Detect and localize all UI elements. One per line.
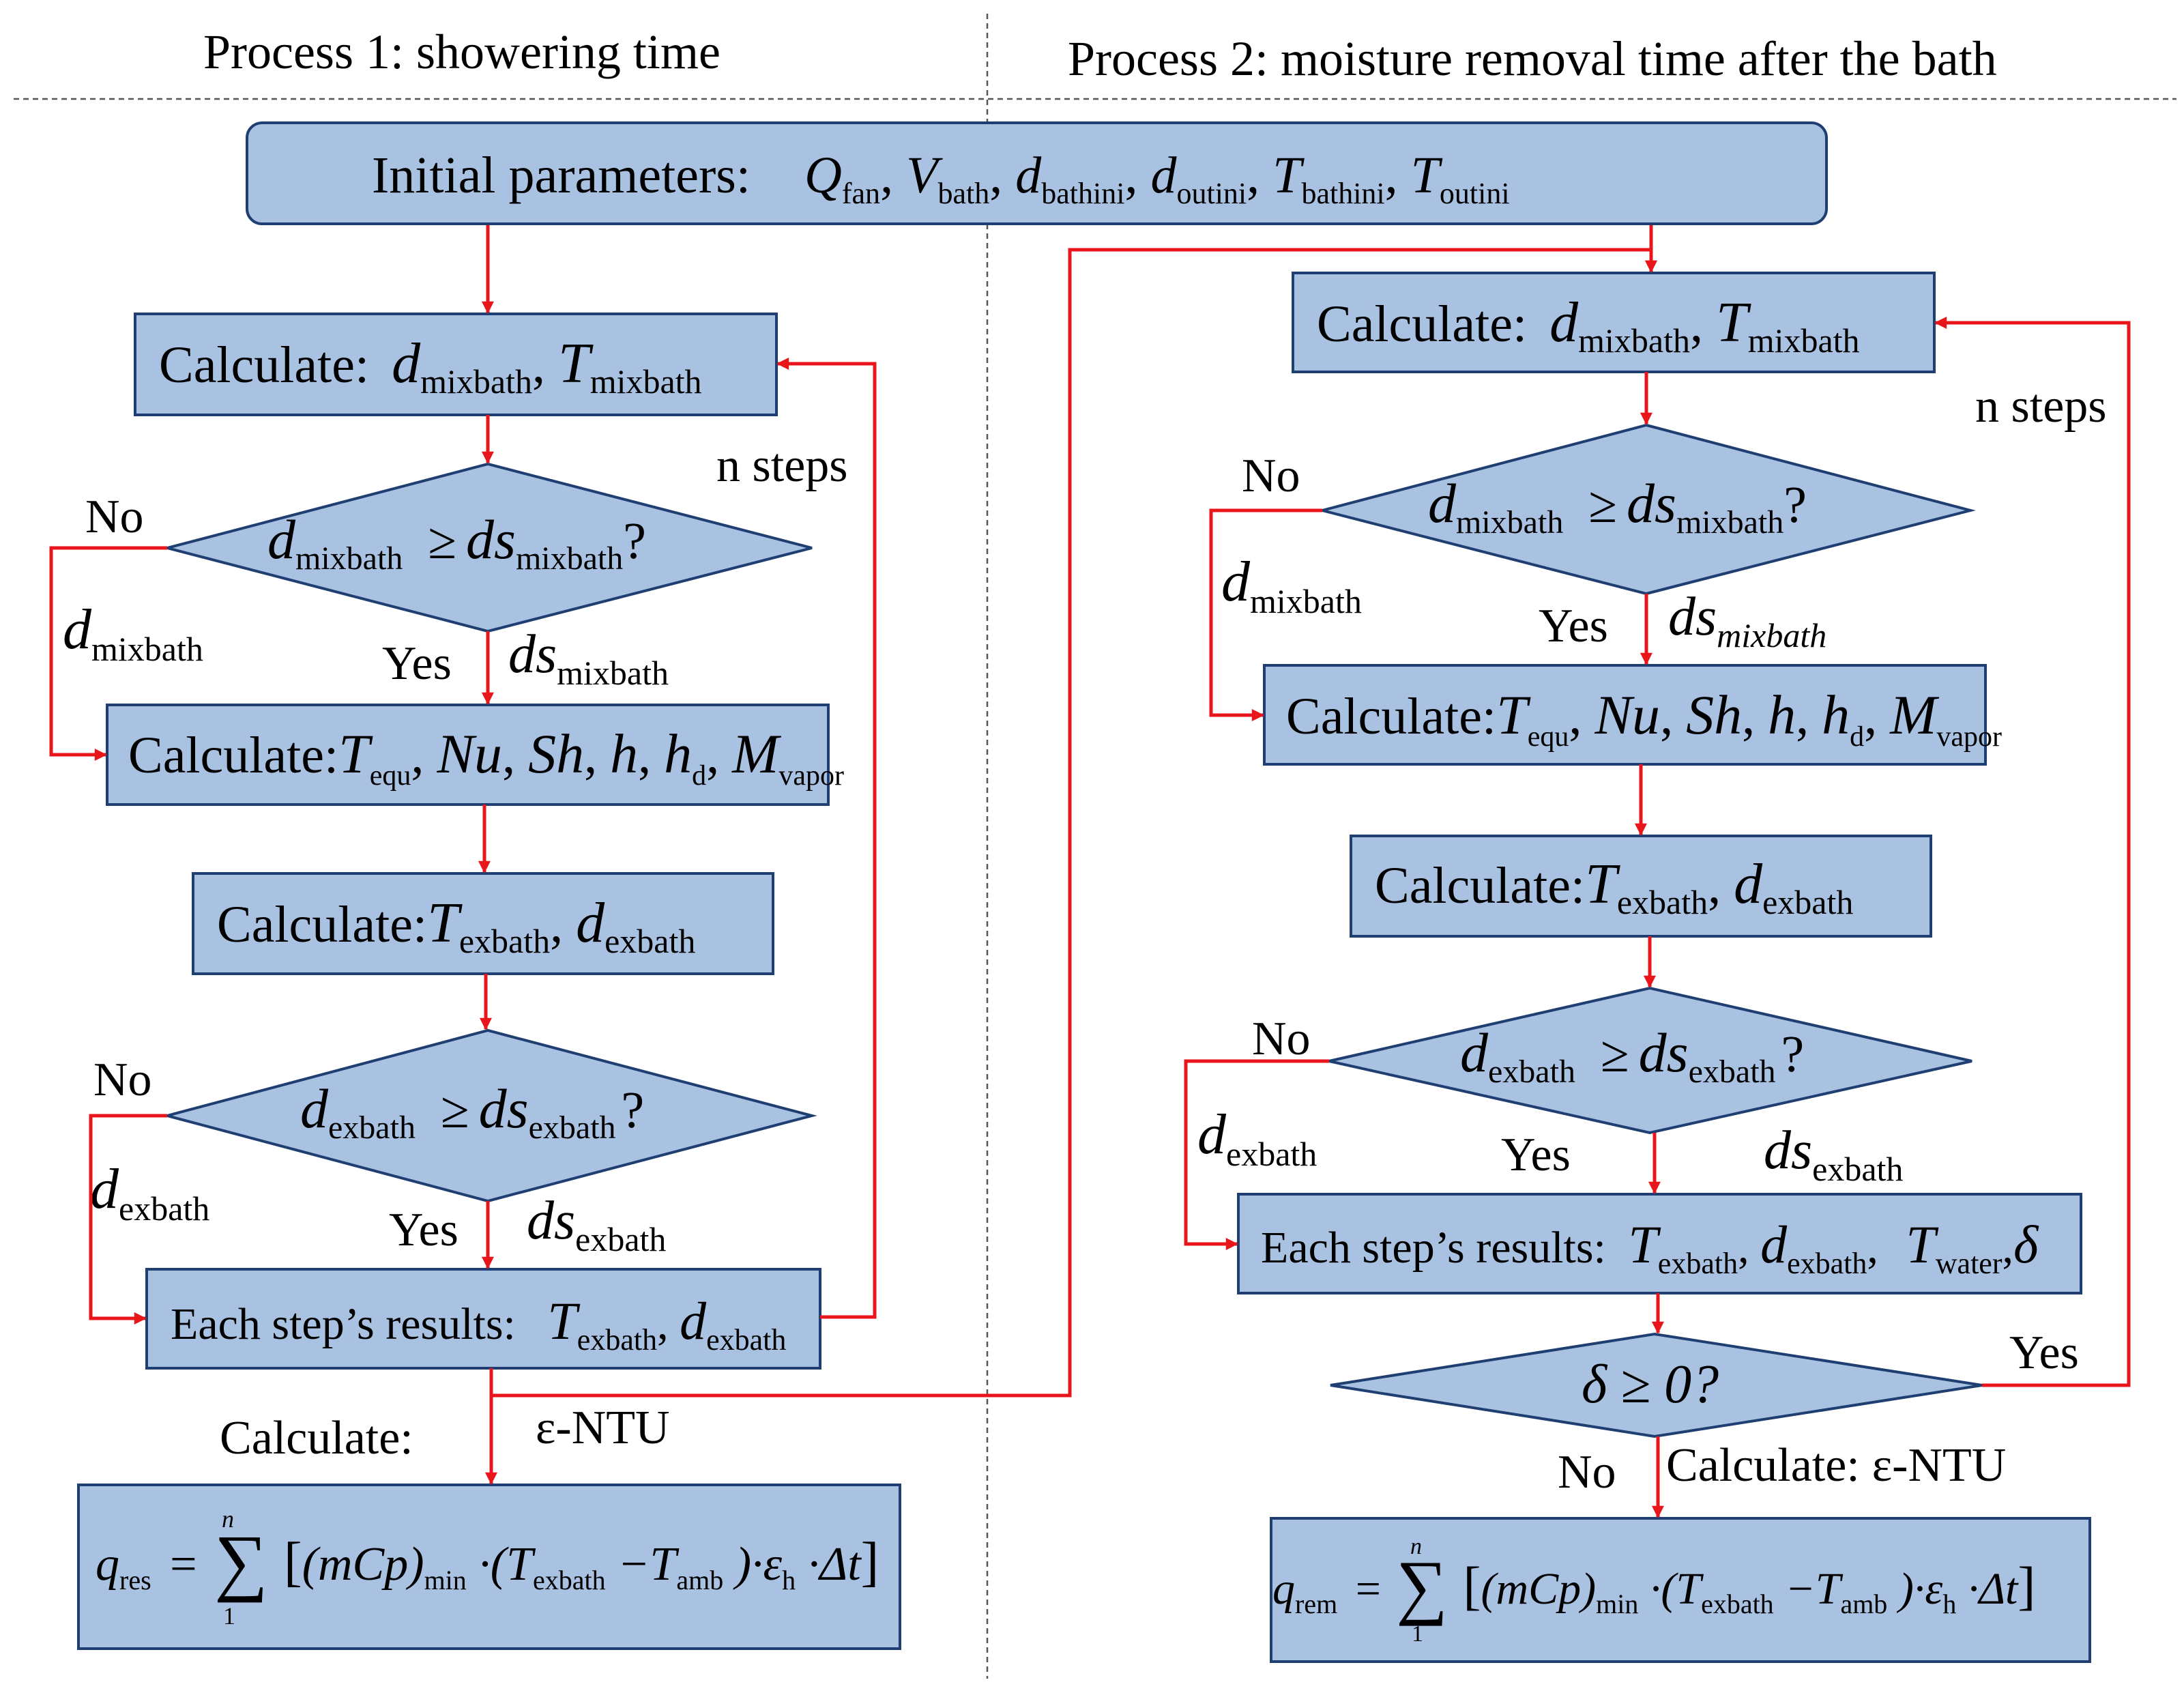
p1-mixbath-diamond [162, 462, 813, 633]
p2-calc-mixbath-box [1292, 272, 1936, 373]
p2-calc-transfer-box [1263, 664, 1987, 766]
p1-no-label-1: No [85, 491, 144, 543]
p1-ds-mixbath-label: dsmixbath [508, 624, 669, 692]
p2-ds-exbath-label: dsexbath [1764, 1120, 1903, 1188]
p1-ds-exbath-label: dsexbath [527, 1191, 666, 1258]
p2-n-steps-label: n steps [1975, 380, 2107, 433]
p2-calc-exbath-text: Calculate:Texbath, dexbath [1375, 852, 1853, 921]
p2-arrow-diamond-no [1209, 508, 1322, 722]
p1-yes-label-2: Yes [389, 1204, 458, 1256]
p1-calculate-label: Calculate: [220, 1412, 413, 1464]
p1-d-exbath-label: dexbath [90, 1157, 209, 1228]
p2-arrow-delta-yes-loop [1934, 316, 2131, 1387]
p1-d-mixbath-label: dmixbath [63, 598, 203, 668]
p1-yes-label-1: Yes [382, 637, 452, 690]
p1-no-label-2: No [93, 1054, 152, 1106]
p1-calc-exbath-box [192, 872, 774, 975]
p2-mixbath-diamond [1317, 423, 1976, 596]
p2-step-results-box [1237, 1193, 2082, 1294]
p1-mixbath-test: dmixbath ≥dsmixbath? [267, 508, 646, 581]
p1-arrow-diamond2-no [89, 1114, 167, 1325]
p1-calc-exbath-text: Calculate:Texbath, dexbath [217, 891, 695, 960]
p2-no-label-1: No [1242, 450, 1300, 502]
p2-step-results-text: Each step’s results: Texbath, dexbath, T… [1261, 1215, 2039, 1280]
p2-calc-transfer-text: Calculate:Tequ, Nu, Sh, h, hd, Mvapor [1286, 684, 2002, 753]
p1-arrow-nsteps-loop [776, 357, 877, 1319]
p1-n-steps-label: n steps [716, 439, 848, 492]
p2-sum-lower: 1 [1412, 1621, 1423, 1647]
p1-step-results-box [145, 1268, 821, 1370]
p1-exbath-diamond [162, 1028, 817, 1203]
p2-mixbath-test: dmixbath ≥dsmixbath? [1428, 472, 1807, 545]
p2-arrow-diamond2-no [1184, 1059, 1329, 1251]
p1-heat-formula: qres = ∑ [(mCp)min ·(Texbath −Tamb )·εh … [96, 1520, 879, 1603]
p1-calc-mixbath-text: Calculate: dmixbath, Tmixbath [159, 332, 702, 401]
p2-no-label-2: No [1252, 1013, 1311, 1065]
p1-sum-lower: 1 [223, 1602, 235, 1630]
process2-title: Process 2: moisture removal time after t… [1068, 31, 1997, 86]
p2-exbath-diamond [1328, 986, 1972, 1135]
p1-sum-upper: n [222, 1505, 234, 1533]
p2-calc-mixbath-text: Calculate: dmixbath, Tmixbath [1317, 291, 1860, 360]
p2-heat-formula: qrem = ∑ [(mCp)min ·(Texbath −Tamb )·εh … [1272, 1546, 2035, 1626]
p1-calc-transfer-text: Calculate:Tequ, Nu, Sh, h, hd, Mvapor [128, 723, 844, 792]
p2-ds-mixbath-label: dsmixbath [1668, 587, 1826, 654]
p2-delta-test: δ ≥ 0? [1582, 1355, 1719, 1415]
initial-parameters-box [246, 121, 1828, 225]
p2-calc-exbath-box [1350, 835, 1932, 938]
p1-heat-formula-box [77, 1484, 901, 1650]
p2-yes-label-1: Yes [1539, 600, 1608, 652]
p1-step-results-text: Each step’s results: Texbath, dexbath [171, 1291, 786, 1357]
p2-heat-formula-box [1270, 1517, 2091, 1663]
p2-no-label-3: No [1558, 1446, 1616, 1499]
p1-calc-transfer-box [106, 704, 830, 806]
p2-d-exbath-label: dexbath [1197, 1103, 1317, 1173]
p2-calculate-eps-ntu-label: Calculate:ε-NTU [1666, 1439, 2006, 1492]
p2-sum-upper: n [1410, 1534, 1422, 1559]
p1-eps-ntu-label: ε-NTU [536, 1402, 670, 1454]
p2-yes-label-2: Yes [1501, 1129, 1571, 1181]
p1-arrow-diamond-no [49, 546, 167, 762]
p2-d-mixbath-label: dmixbath [1221, 550, 1362, 620]
p2-exbath-test: dexbath ≥dsexbath? [1460, 1022, 1804, 1094]
p1-calc-mixbath-box [134, 313, 778, 416]
process1-title: Process 1: showering time [203, 25, 720, 79]
p2-yes-label-3: Yes [2009, 1327, 2079, 1379]
p1-exbath-test: dexbath ≥dsexbath? [300, 1077, 644, 1150]
initial-parameters-text: Initial parameters: Qfan, Vbath, dbathin… [372, 147, 1510, 210]
